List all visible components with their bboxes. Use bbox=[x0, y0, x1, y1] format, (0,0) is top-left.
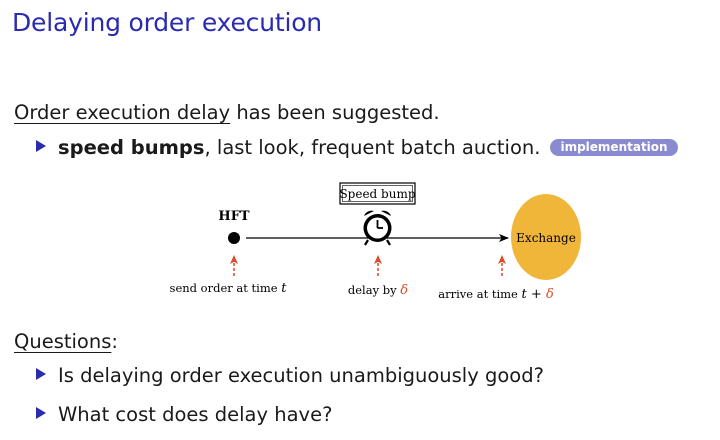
send-order-label: send order at time t bbox=[170, 281, 288, 296]
arrive-label: arrive at time t + δ bbox=[438, 287, 554, 302]
alarm-clock-icon bbox=[363, 210, 392, 246]
question-1-text: Is delaying order execution unambiguousl… bbox=[58, 364, 544, 387]
implementation-button[interactable]: implementation bbox=[550, 139, 678, 156]
exchange-node bbox=[511, 194, 581, 280]
questions-colon: : bbox=[111, 330, 118, 353]
intro-rest-text: has been suggested. bbox=[230, 101, 440, 124]
question-2-text: What cost does delay have? bbox=[58, 403, 333, 426]
speed-bump-label: Speed bump bbox=[339, 187, 415, 201]
bullet-speed-bumps: speed bumps, last look, frequent batch a… bbox=[36, 136, 678, 159]
hft-dot bbox=[228, 232, 240, 244]
questions-label: Questions bbox=[14, 330, 112, 353]
bullet-triangle-icon bbox=[36, 407, 46, 419]
question-item-2: What cost does delay have? bbox=[36, 403, 332, 426]
exchange-label: Exchange bbox=[516, 231, 576, 245]
bullet-bold-text: speed bumps bbox=[58, 136, 205, 159]
speed-bump-box bbox=[339, 182, 416, 205]
bullet-triangle-icon bbox=[36, 140, 46, 152]
hft-label: HFT bbox=[218, 209, 250, 224]
questions-heading: Questions: bbox=[14, 330, 118, 353]
intro-line: Order execution delay has been suggested… bbox=[14, 101, 440, 124]
delay-by-label: delay by δ bbox=[348, 283, 408, 298]
intro-underlined-text: Order execution delay bbox=[14, 101, 231, 124]
bullet-triangle-icon bbox=[36, 368, 46, 380]
slide-title: Delaying order execution bbox=[12, 8, 322, 37]
question-item-1: Is delaying order execution unambiguousl… bbox=[36, 364, 544, 387]
bullet-rest-text: , last look, frequent batch auction. bbox=[204, 136, 541, 159]
